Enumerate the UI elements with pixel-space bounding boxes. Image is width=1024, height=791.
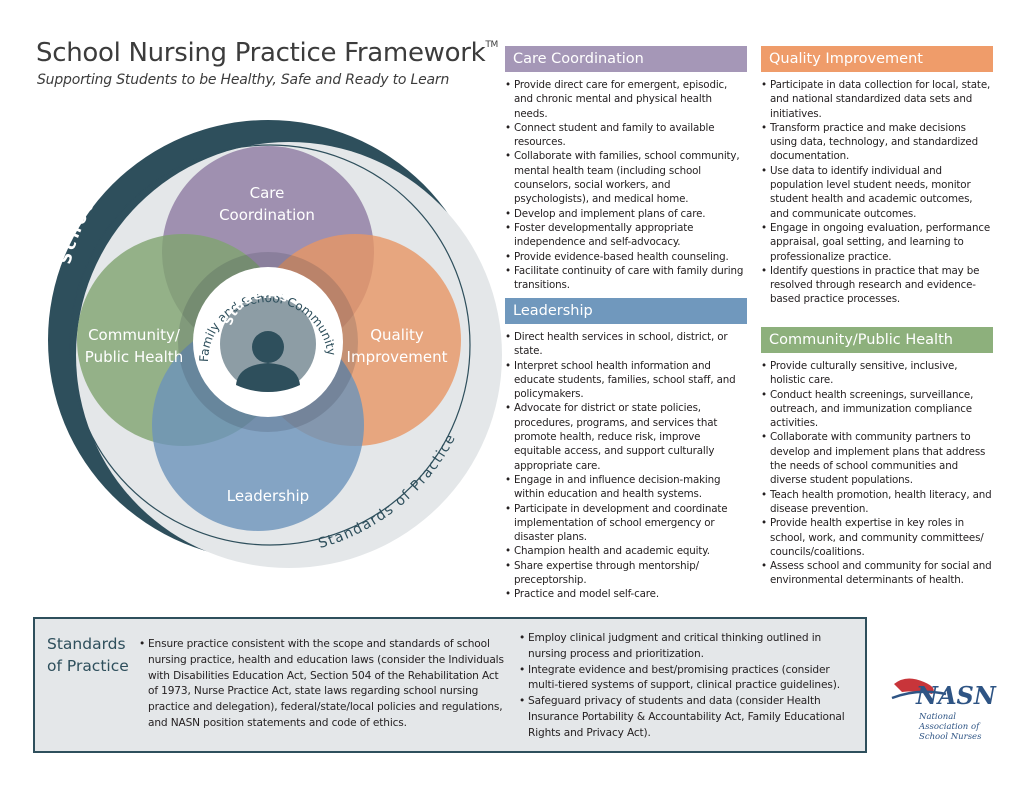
community-label-line2: Public Health bbox=[85, 348, 183, 366]
logo-line-1: National bbox=[919, 712, 957, 722]
student-person-icon bbox=[236, 331, 300, 392]
list-item: Use data to identify individual and popu… bbox=[761, 164, 993, 221]
inner-line bbox=[69, 144, 471, 546]
list-item: Conduct health screenings, surveillance,… bbox=[761, 388, 993, 431]
community-health-list: Provide culturally sensitive, inclusive,… bbox=[761, 359, 993, 588]
page-subtitle: Supporting Students to be Healthy, Safe … bbox=[37, 72, 450, 88]
leadership-heading: Leadership bbox=[505, 298, 747, 324]
standards-left-column: Ensure practice consistent with the scop… bbox=[139, 637, 509, 732]
care-coordination-panel: Care Coordination Provide direct care fo… bbox=[505, 46, 747, 292]
list-item: Connect student and family to available … bbox=[505, 121, 747, 150]
list-item: Engage in and influence decision-making … bbox=[505, 473, 747, 502]
quality-label-line2: Improvement bbox=[347, 348, 448, 366]
list-item: Employ clinical judgment and critical th… bbox=[519, 631, 859, 663]
quality-improvement-heading: Quality Improvement bbox=[761, 46, 993, 72]
community-health-panel: Community/Public Health Provide cultural… bbox=[761, 327, 993, 588]
nasn-full-name: National Association of School Nurses bbox=[919, 712, 981, 742]
list-item: Develop and implement plans of care. bbox=[505, 207, 747, 222]
leadership-label: Leadership bbox=[227, 487, 309, 505]
list-item: Identify questions in practice that may … bbox=[761, 264, 993, 307]
list-item: Provide evidence-based health counseling… bbox=[505, 250, 747, 265]
list-item: Ensure practice consistent with the scop… bbox=[139, 637, 509, 732]
care-label-line2: Coordination bbox=[219, 206, 315, 224]
community-health-heading: Community/Public Health bbox=[761, 327, 993, 353]
title-text: School Nursing Practice Framework bbox=[36, 38, 486, 68]
list-item: Collaborate with community partners to d… bbox=[761, 430, 993, 487]
list-item: Facilitate continuity of care with famil… bbox=[505, 264, 747, 293]
quality-improvement-panel: Quality Improvement Participate in data … bbox=[761, 46, 993, 307]
framework-diagram: School Nurse Standards of Practice Famil… bbox=[48, 120, 502, 568]
list-item: Integrate evidence and best/promising pr… bbox=[519, 663, 859, 695]
page-title: School Nursing Practice FrameworkTM bbox=[36, 38, 498, 68]
list-item: Assess school and community for social a… bbox=[761, 559, 993, 588]
list-item: Champion health and academic equity. bbox=[505, 544, 747, 559]
standards-right-column: Employ clinical judgment and critical th… bbox=[519, 631, 859, 742]
list-item: Teach health promotion, health literacy,… bbox=[761, 488, 993, 517]
list-item: Engage in ongoing evaluation, performanc… bbox=[761, 221, 993, 264]
standards-of-practice-box: Standards of Practice Ensure practice co… bbox=[33, 617, 867, 753]
standards-left-list: Ensure practice consistent with the scop… bbox=[139, 637, 509, 732]
swoosh-icon bbox=[894, 678, 934, 694]
care-coordination-list: Provide direct care for emergent, episod… bbox=[505, 78, 747, 292]
standards-right-list: Employ clinical judgment and critical th… bbox=[519, 631, 859, 742]
list-item: Foster developmentally appropriate indep… bbox=[505, 221, 747, 250]
trademark-mark: TM bbox=[485, 40, 499, 50]
quality-improvement-list: Participate in data collection for local… bbox=[761, 78, 993, 307]
standards-title: Standards of Practice bbox=[47, 635, 129, 675]
list-item: Participate in development and coordinat… bbox=[505, 502, 747, 545]
list-item: Advocate for district or state policies,… bbox=[505, 401, 747, 472]
list-item: Provide direct care for emergent, episod… bbox=[505, 78, 747, 121]
care-label-line1: Care bbox=[250, 184, 285, 202]
leadership-list: Direct health services in school, distri… bbox=[505, 330, 747, 602]
care-coordination-heading: Care Coordination bbox=[505, 46, 747, 72]
list-item: Participate in data collection for local… bbox=[761, 78, 993, 121]
list-item: Interpret school health information and … bbox=[505, 359, 747, 402]
community-label-line1: Community/ bbox=[88, 326, 181, 344]
list-item: Collaborate with families, school commun… bbox=[505, 149, 747, 206]
list-item: Direct health services in school, distri… bbox=[505, 330, 747, 359]
nasn-wordmark: NASN bbox=[915, 681, 997, 710]
list-item: Provide culturally sensitive, inclusive,… bbox=[761, 359, 993, 388]
list-item: Transform practice and make decisions us… bbox=[761, 121, 993, 164]
list-item: Provide health expertise in key roles in… bbox=[761, 516, 993, 559]
leadership-panel: Leadership Direct health services in sch… bbox=[505, 298, 747, 602]
list-item: Share expertise through mentorship/ prec… bbox=[505, 559, 747, 588]
logo-line-3: School Nurses bbox=[919, 732, 982, 742]
list-item: Safeguard privacy of students and data (… bbox=[519, 694, 859, 741]
list-item: Practice and model self-care. bbox=[505, 587, 747, 602]
nasn-logo: NASN bbox=[891, 678, 997, 710]
quality-label-line1: Quality bbox=[370, 326, 424, 344]
logo-line-2: Association of bbox=[919, 722, 980, 732]
